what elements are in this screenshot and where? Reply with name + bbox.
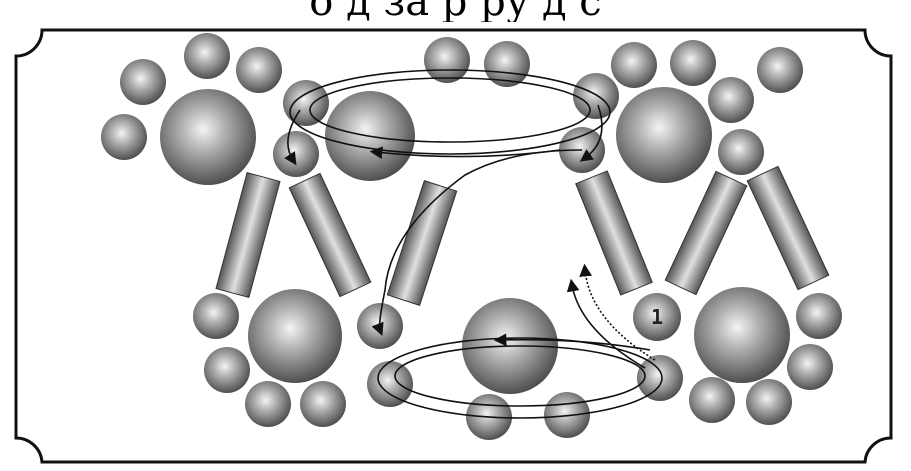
small-sphere [637, 355, 683, 401]
badge-label: 1 [651, 305, 663, 329]
large-sphere [248, 289, 342, 383]
small-sphere [204, 347, 250, 393]
small-sphere [300, 381, 346, 427]
bottom-loop-arrow [493, 333, 651, 351]
large-sphere [616, 87, 712, 183]
small-sphere [283, 80, 329, 126]
top-loop-inner [309, 77, 591, 143]
rising-arrow-2 [579, 263, 656, 361]
small-sphere [708, 77, 754, 123]
bottom-loop-outer [377, 337, 663, 419]
small-sphere [718, 129, 764, 175]
bar-right-c [746, 165, 830, 291]
top-right-arrow [579, 104, 603, 162]
small-sphere [245, 381, 291, 427]
small-sphere [796, 293, 842, 339]
small-sphere [573, 73, 619, 119]
small-sphere [611, 42, 657, 88]
rising-arrow-1 [566, 278, 646, 369]
small-sphere [367, 361, 413, 407]
large-sphere [694, 287, 790, 383]
top-loop-outer [289, 69, 611, 155]
small-sphere [273, 131, 319, 177]
small-sphere [746, 379, 792, 425]
bar-top-center [386, 180, 458, 306]
cross-path [371, 149, 583, 336]
small-sphere [120, 59, 166, 105]
bar-right-a [575, 170, 653, 296]
small-sphere [101, 114, 147, 160]
small-sphere [193, 293, 239, 339]
bars-group [215, 165, 830, 306]
small-sphere [484, 41, 530, 87]
small-sphere [544, 392, 590, 438]
small-sphere [184, 33, 230, 79]
flow-paths [284, 69, 663, 419]
labeled-sphere [633, 293, 681, 341]
bar-top-left-b [288, 172, 372, 298]
small-sphere [787, 344, 833, 390]
small-sphere [236, 47, 282, 93]
small-sphere [424, 37, 470, 83]
large-sphere [160, 89, 256, 185]
cropped-top-text: о д за р ру д с [0, 0, 911, 22]
bottom-loop-inner [394, 345, 646, 407]
badge-1: 1 [633, 293, 681, 341]
bar-top-left-a [215, 172, 281, 298]
bar-right-b [664, 170, 748, 296]
small-sphere [757, 47, 803, 93]
small-sphere [689, 377, 735, 423]
small-sphere [670, 40, 716, 86]
left-up-arrow [284, 109, 301, 166]
